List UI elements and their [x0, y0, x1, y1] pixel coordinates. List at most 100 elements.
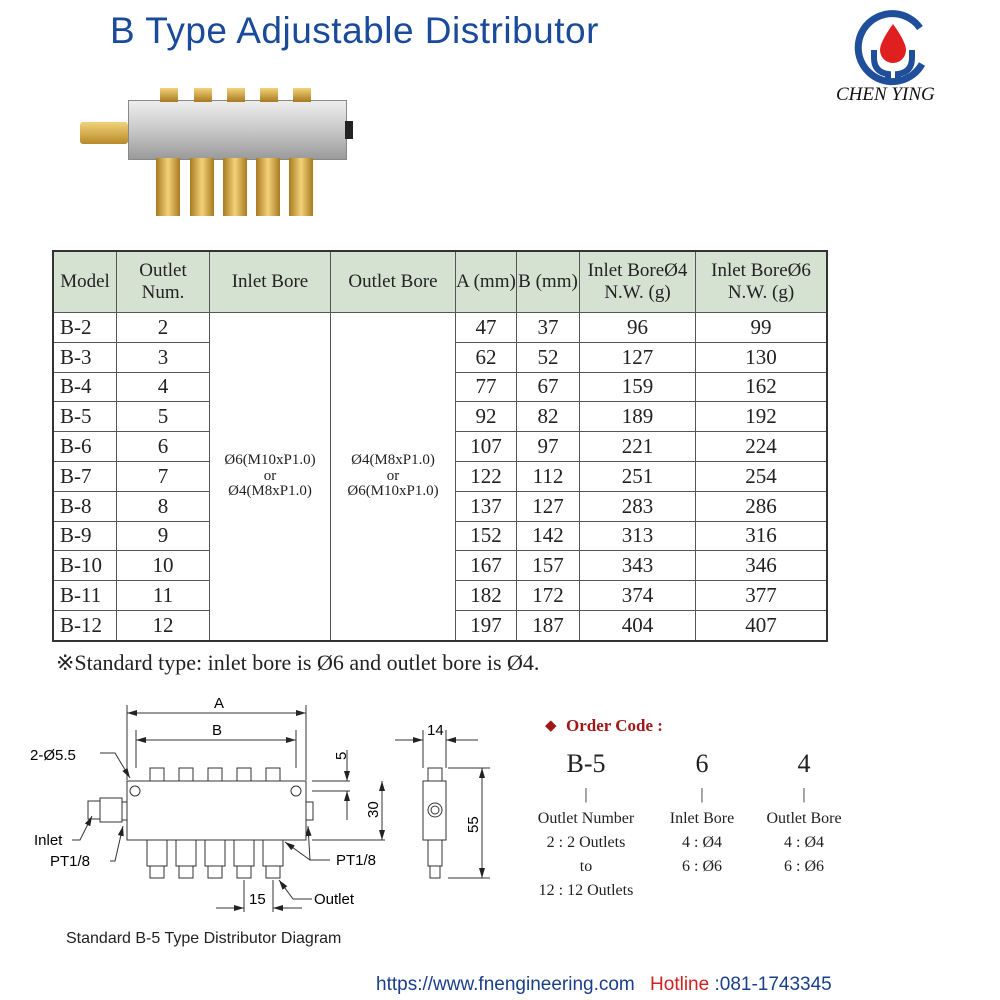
- standard-note: ※Standard type: inlet bore is Ø6 and out…: [56, 650, 540, 675]
- cell-outlet-num: 11: [116, 580, 210, 611]
- cell-nw4: 404: [579, 609, 696, 642]
- cell-b: 127: [516, 490, 580, 522]
- spec-table: Model Outlet Num. Inlet Bore Outlet Bore…: [52, 250, 828, 642]
- cell-b: 97: [516, 431, 580, 462]
- cell-b: 37: [516, 312, 580, 343]
- cell-b: 157: [516, 550, 580, 582]
- dim-5: 5: [333, 752, 350, 760]
- chen-ying-logo: [854, 10, 926, 86]
- cell-outlet-num: 9: [116, 520, 210, 552]
- cell-nw6: 377: [695, 580, 828, 611]
- hotline-label: Hotline: [650, 974, 710, 995]
- order-part-outlet: B-5 | Outlet Number 2 : 2 Outlets to 12 …: [526, 744, 646, 903]
- distributor-diagram: A B 2-Ø5.5 Inlet PT1/8 PT1/8 Outlet 15 5…: [30, 695, 490, 912]
- cell-a: 122: [455, 460, 517, 492]
- cell-nw4: 159: [579, 371, 696, 403]
- col-inlet-bore: Inlet Bore: [209, 250, 331, 313]
- cell-a: 77: [455, 371, 517, 403]
- order-part-label: Outlet Number: [537, 810, 635, 827]
- order-code-value: 4: [797, 749, 811, 778]
- divider: |: [700, 786, 704, 803]
- cell-model: B-6: [52, 431, 117, 462]
- cell-a: 62: [455, 341, 517, 373]
- cell-outlet-num: 5: [116, 401, 210, 433]
- cell-model: B-7: [52, 460, 117, 492]
- bore-text: or: [386, 467, 400, 484]
- cell-nw4: 283: [579, 490, 696, 522]
- cell-outlet-num: 2: [116, 312, 210, 343]
- cell-nw6: 346: [695, 550, 828, 582]
- cell-b: 172: [516, 580, 580, 611]
- order-part-label: Outlet Bore: [766, 810, 842, 827]
- cell-model: B-3: [52, 341, 117, 373]
- outlet-label: Outlet: [314, 891, 355, 908]
- col-a: A (mm): [455, 250, 517, 313]
- cell-nw4: 127: [579, 341, 696, 373]
- divider: |: [802, 786, 806, 803]
- cell-a: 47: [455, 312, 517, 343]
- cell-outlet-num: 10: [116, 550, 210, 582]
- hotline-number: :081-1743345: [714, 974, 832, 995]
- bore-text: Ø4(M8xP1.0): [351, 451, 435, 468]
- page-title: B Type Adjustable Distributor: [110, 10, 599, 51]
- cell-outlet-num: 12: [116, 609, 210, 642]
- dim-a: A: [214, 695, 224, 712]
- col-outlet-num: Outlet Num.: [116, 250, 210, 313]
- pt-right-label: PT1/8: [336, 852, 376, 869]
- cell-model: B-11: [52, 580, 117, 611]
- cell-outlet-num: 4: [116, 371, 210, 403]
- bore-text: Ø6(M10xP1.0): [347, 483, 439, 500]
- brand-name: CHEN YING: [836, 84, 935, 105]
- cell-model: B-4: [52, 371, 117, 403]
- bore-text: or: [263, 467, 277, 484]
- cell-a: 137: [455, 490, 517, 522]
- cell-model: B-5: [52, 401, 117, 433]
- hole-label: 2-Ø5.5: [30, 747, 76, 764]
- table-header: Model Outlet Num. Inlet Bore Outlet Bore…: [52, 250, 828, 313]
- footer: https://www.fnengineering.com Hotline :0…: [376, 974, 832, 996]
- cell-nw4: 251: [579, 460, 696, 492]
- cell-b: 142: [516, 520, 580, 552]
- order-part-line: 6 : Ø6: [784, 858, 824, 875]
- website-link[interactable]: https://www.fnengineering.com: [376, 974, 635, 995]
- dim-15: 15: [249, 891, 266, 908]
- order-code-title: Order Code :: [566, 716, 663, 735]
- cell-b: 187: [516, 609, 580, 642]
- cell-nw4: 221: [579, 431, 696, 462]
- order-code-value: B-5: [566, 749, 606, 778]
- cell-a: 107: [455, 431, 517, 462]
- order-part-line: 2 : 2 Outlets: [546, 834, 626, 851]
- cell-outlet-num: 7: [116, 460, 210, 492]
- bore-text: Ø4(M8xP1.0): [228, 483, 312, 500]
- col-outlet-bore: Outlet Bore: [330, 250, 456, 313]
- order-part-inlet: 6 | Inlet Bore 4 : Ø4 6 : Ø6: [652, 744, 752, 879]
- cell-model: B-9: [52, 520, 117, 552]
- cell-b: 67: [516, 371, 580, 403]
- cell-outlet-num: 6: [116, 431, 210, 462]
- cell-nw6: 407: [695, 609, 828, 642]
- cell-outlet-num: 8: [116, 490, 210, 522]
- cell-nw4: 189: [579, 401, 696, 433]
- dim-14: 14: [427, 722, 444, 739]
- order-part-label: Inlet Bore: [669, 810, 735, 827]
- diagram-caption: Standard B-5 Type Distributor Diagram: [66, 930, 342, 947]
- cell-model: B-2: [52, 312, 117, 343]
- col-model: Model: [52, 250, 117, 313]
- dim-55: 55: [465, 816, 482, 833]
- cell-nw6: 254: [695, 460, 828, 492]
- cell-nw6: 162: [695, 371, 828, 403]
- order-part-line: 4 : Ø4: [784, 834, 824, 851]
- pt-left-label: PT1/8: [50, 853, 90, 870]
- cell-nw6: 130: [695, 341, 828, 373]
- inlet-label: Inlet: [34, 832, 63, 849]
- cell-nw4: 96: [579, 312, 696, 343]
